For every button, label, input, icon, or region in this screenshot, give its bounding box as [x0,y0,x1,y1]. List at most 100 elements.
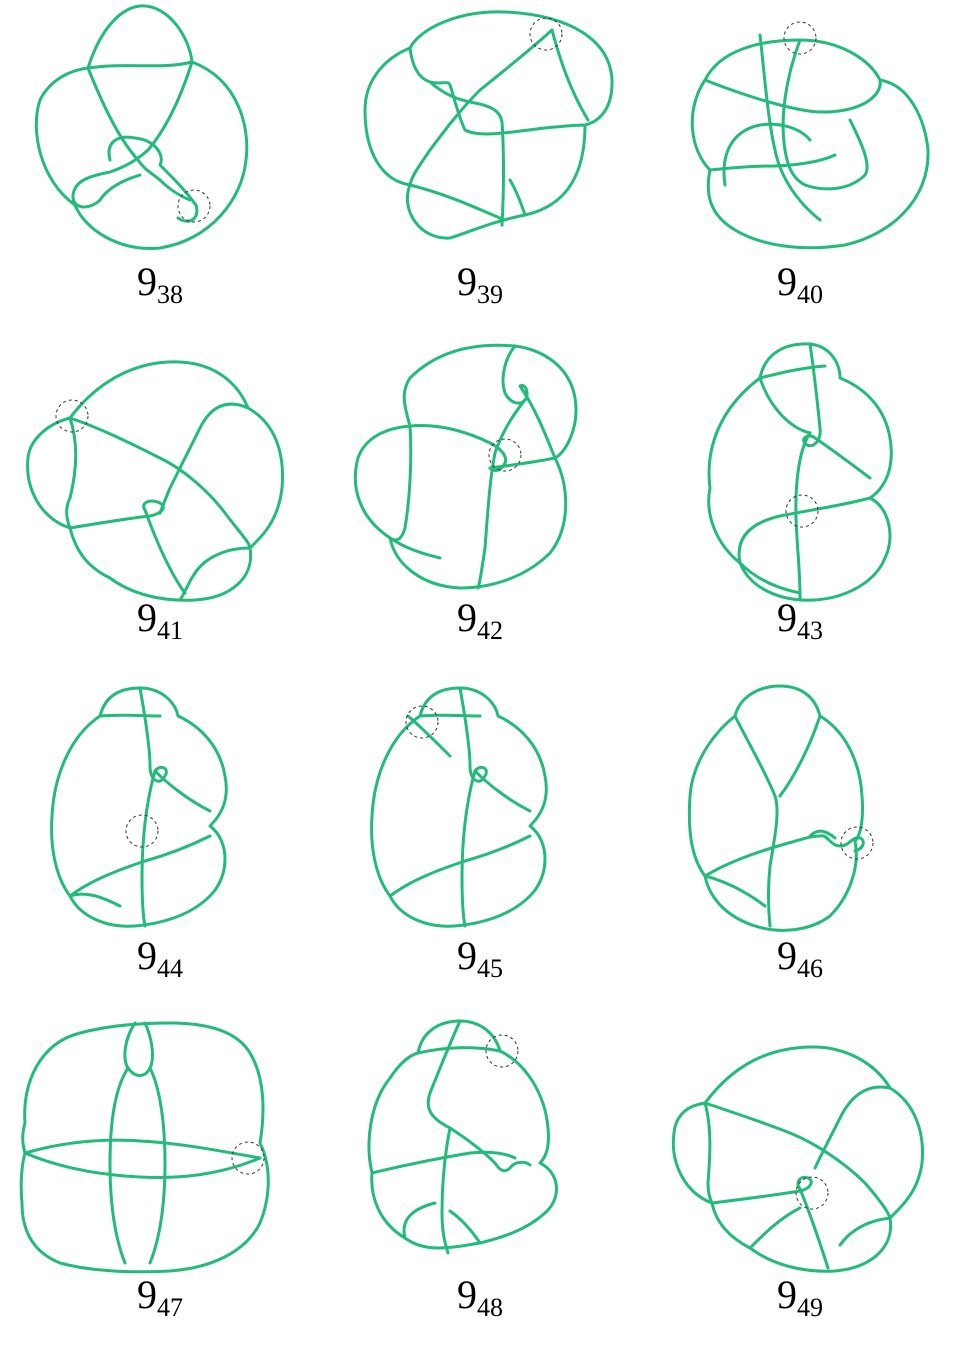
knot-strand [735,716,777,926]
knot-label: 949 [640,1275,959,1321]
knot-diagram [320,338,640,608]
knot-cell: 942 [320,338,640,674]
knot-strand [420,715,480,716]
knot-label: 938 [0,262,320,308]
knot-diagram [0,0,320,270]
knot-strand [67,418,185,593]
knot-cell: 938 [0,0,320,336]
knot-strand [25,1153,260,1177]
knot-cell: 946 [640,676,959,1012]
knot-diagram [640,1013,959,1283]
knot-strand [410,425,555,470]
knot-label-index: 43 [797,616,823,645]
knot-label-index: 41 [157,616,183,645]
knot-strand [21,1023,268,1272]
knot-strand [150,1068,165,1263]
knot-diagram [640,338,959,608]
knot-strand [724,124,810,185]
knot-strand [70,418,250,548]
knot-strand [160,404,248,513]
knot-label-index: 42 [477,616,503,645]
knot-strand [25,1140,260,1158]
knot-strand [692,40,928,248]
knot-strand [100,715,160,716]
knot-label-main: 9 [777,1272,797,1317]
knot-strand [780,716,820,796]
knot-strand [840,1218,890,1245]
knot-strand [705,1103,828,1268]
knot-strand [369,1021,556,1248]
knot-strand [503,346,555,458]
knot-diagram [0,676,320,946]
knot-strand [552,30,588,120]
knot-strand [390,426,411,540]
crossing-marker [784,22,816,54]
knot-label-main: 9 [137,933,157,978]
knot-label-index: 44 [157,954,183,983]
knot-strand [418,1048,500,1053]
knot-label-main: 9 [777,595,797,640]
knot-diagram [320,1013,640,1283]
knot-strand [109,137,197,221]
knot-cell: 939 [320,0,640,336]
knot-label-index: 49 [797,1293,823,1322]
knot-label: 948 [320,1275,640,1321]
knot-strand [815,1087,890,1168]
knot-strand [705,876,765,906]
knot-label-main: 9 [137,1272,157,1317]
knot-diagram [320,676,640,946]
knot-strand [404,1203,435,1238]
knot-diagram [640,676,959,946]
knot-label-main: 9 [777,259,797,304]
knot-label-index: 48 [477,1293,503,1322]
knot-strand [442,1128,450,1253]
knot-strand [142,771,155,926]
knot-strand [28,362,283,600]
knot-label: 945 [320,936,640,982]
knot-label-main: 9 [777,933,797,978]
knot-strand [73,62,192,207]
knot-label-main: 9 [457,595,477,640]
knot-strand [739,498,870,563]
knot-strand [410,30,552,220]
knot-strand [760,378,810,433]
knot-cell: 945 [320,676,640,1012]
knot-diagram [0,1013,320,1283]
knot-diagram [320,0,640,270]
knot-label-index: 39 [477,280,503,309]
knot-strand [100,175,140,200]
knot-cell: 940 [640,0,959,336]
knot-diagram [640,0,959,270]
knot-strand [796,433,810,598]
knot-label-main: 9 [457,259,477,304]
knot-label-main: 9 [137,259,157,304]
knot-cell: 943 [640,338,959,674]
knot-cell: 944 [0,676,320,1012]
knot-label-main: 9 [137,595,157,640]
knot-label: 942 [320,598,640,644]
knot-label-main: 9 [457,1272,477,1317]
knot-strand [110,1068,128,1263]
knot-strand [705,80,880,112]
knot-label: 943 [640,598,959,644]
knot-strand [462,771,475,926]
knot-strand [428,1021,530,1171]
knot-label-index: 38 [157,280,183,309]
knot-label-index: 40 [797,280,823,309]
knot-strand [750,1208,800,1248]
knot-cell: 947 [0,1013,320,1349]
knot-cell: 949 [640,1013,959,1349]
knot-label: 944 [0,936,320,982]
knot-label: 947 [0,1275,320,1321]
knot-label-main: 9 [457,933,477,978]
knot-label-index: 45 [477,954,503,983]
knot-label: 946 [640,936,959,982]
knot-strand [705,836,863,876]
knot-label-index: 47 [157,1293,183,1322]
knot-strand [88,68,160,180]
knot-cell: 948 [320,1013,640,1349]
knot-strand [450,1211,480,1243]
knot-strand [36,6,246,249]
knot-strand [355,345,576,588]
